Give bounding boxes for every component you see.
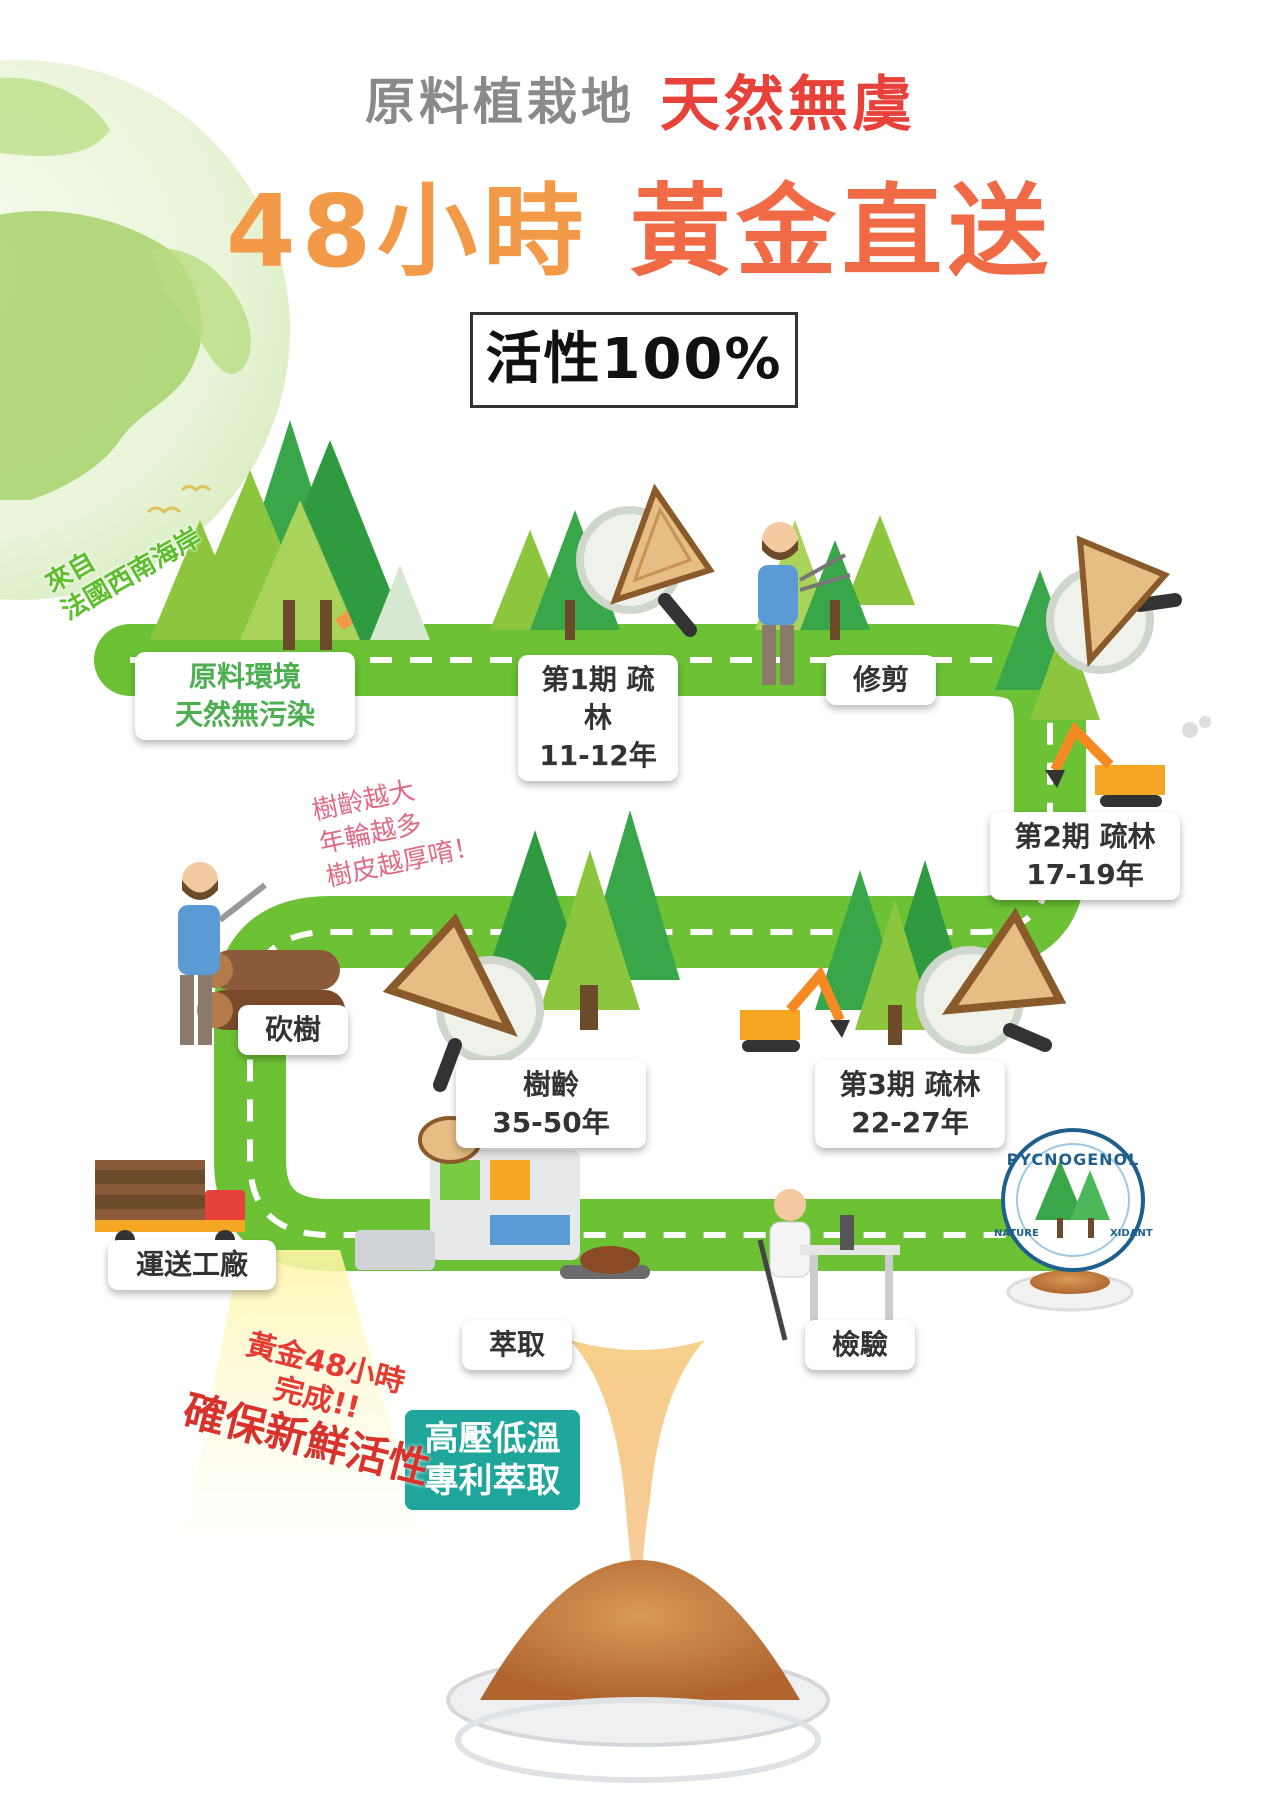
phase3-line1: 第3期 疏林 (839, 1068, 981, 1101)
label-prune: 修剪 (826, 655, 936, 705)
phase1-line2: 11-12年 (539, 739, 657, 772)
phase2-line2: 17-19年 (1026, 858, 1144, 891)
label-environment: 原料環境 天然無污染 (135, 652, 355, 740)
tree-age-line1: 樹齡 (522, 1068, 579, 1101)
excavator-1 (1045, 716, 1211, 807)
method-line1: 高壓低溫 (424, 1419, 561, 1459)
forest-top-right (995, 570, 1100, 720)
petri-dish-small (1006, 1270, 1134, 1312)
excavator-2 (740, 965, 850, 1052)
golden-light-beam (180, 1250, 430, 1560)
wood-slice-magnifier-4 (916, 907, 1067, 1054)
label-transport: 運送工廠 (108, 1240, 276, 1290)
seal-brand-name: PYCNOGENOL (1006, 1150, 1140, 1169)
label-inspect: 檢驗 (805, 1320, 915, 1370)
extract-drip-and-dish (446, 1340, 830, 1783)
env-line1: 原料環境 (188, 660, 301, 693)
label-phase2: 第2期 疏林 17-19年 (990, 812, 1180, 900)
header-natural-text: 天然無虞 (660, 70, 916, 140)
lab-scientist-illustration (757, 1189, 900, 1341)
label-extract: 萃取 (462, 1320, 572, 1370)
headline-golden-delivery: 黃金直送 (630, 173, 1054, 290)
tree-age-line2: 35-50年 (492, 1106, 610, 1139)
seal-sub-left: NATURE (994, 1228, 1039, 1239)
method-line2: 專利萃取 (424, 1461, 561, 1501)
seal-sub-right: XIDANT (1110, 1228, 1153, 1239)
wood-slice-magnifier-3 (382, 913, 544, 1092)
forest-top-left (146, 420, 430, 650)
phase1-line1: 第1期 疏林 (541, 663, 655, 734)
phase2-line1: 第2期 疏林 (1014, 820, 1156, 853)
headline-48hours: 48小時 (226, 173, 590, 290)
extraction-machine (355, 1116, 650, 1279)
label-phase1: 第1期 疏林 11-12年 (518, 655, 678, 781)
activity-callout-box: 活性100% (470, 312, 798, 408)
header-origin-text: 原料植栽地 (365, 73, 635, 131)
extraction-method-badge: 高壓低溫 專利萃取 (405, 1410, 580, 1510)
globe-illustration (0, 60, 290, 600)
label-tree-age: 樹齡 35-50年 (456, 1060, 646, 1148)
phase3-line2: 22-27年 (851, 1106, 969, 1139)
main-headline: 48小時 黃金直送 (0, 150, 1280, 295)
label-chop: 砍樹 (238, 1005, 348, 1055)
pycnogenol-seal (1001, 1128, 1145, 1272)
wood-slice-magnifier-1 (576, 483, 715, 637)
env-line2: 天然無污染 (174, 698, 315, 731)
wood-slice-magnifier-2 (1046, 535, 1182, 674)
man-pruning-illustration (758, 522, 851, 685)
label-phase3: 第3期 疏林 22-27年 (815, 1060, 1005, 1148)
log-truck-illustration (95, 1160, 245, 1250)
